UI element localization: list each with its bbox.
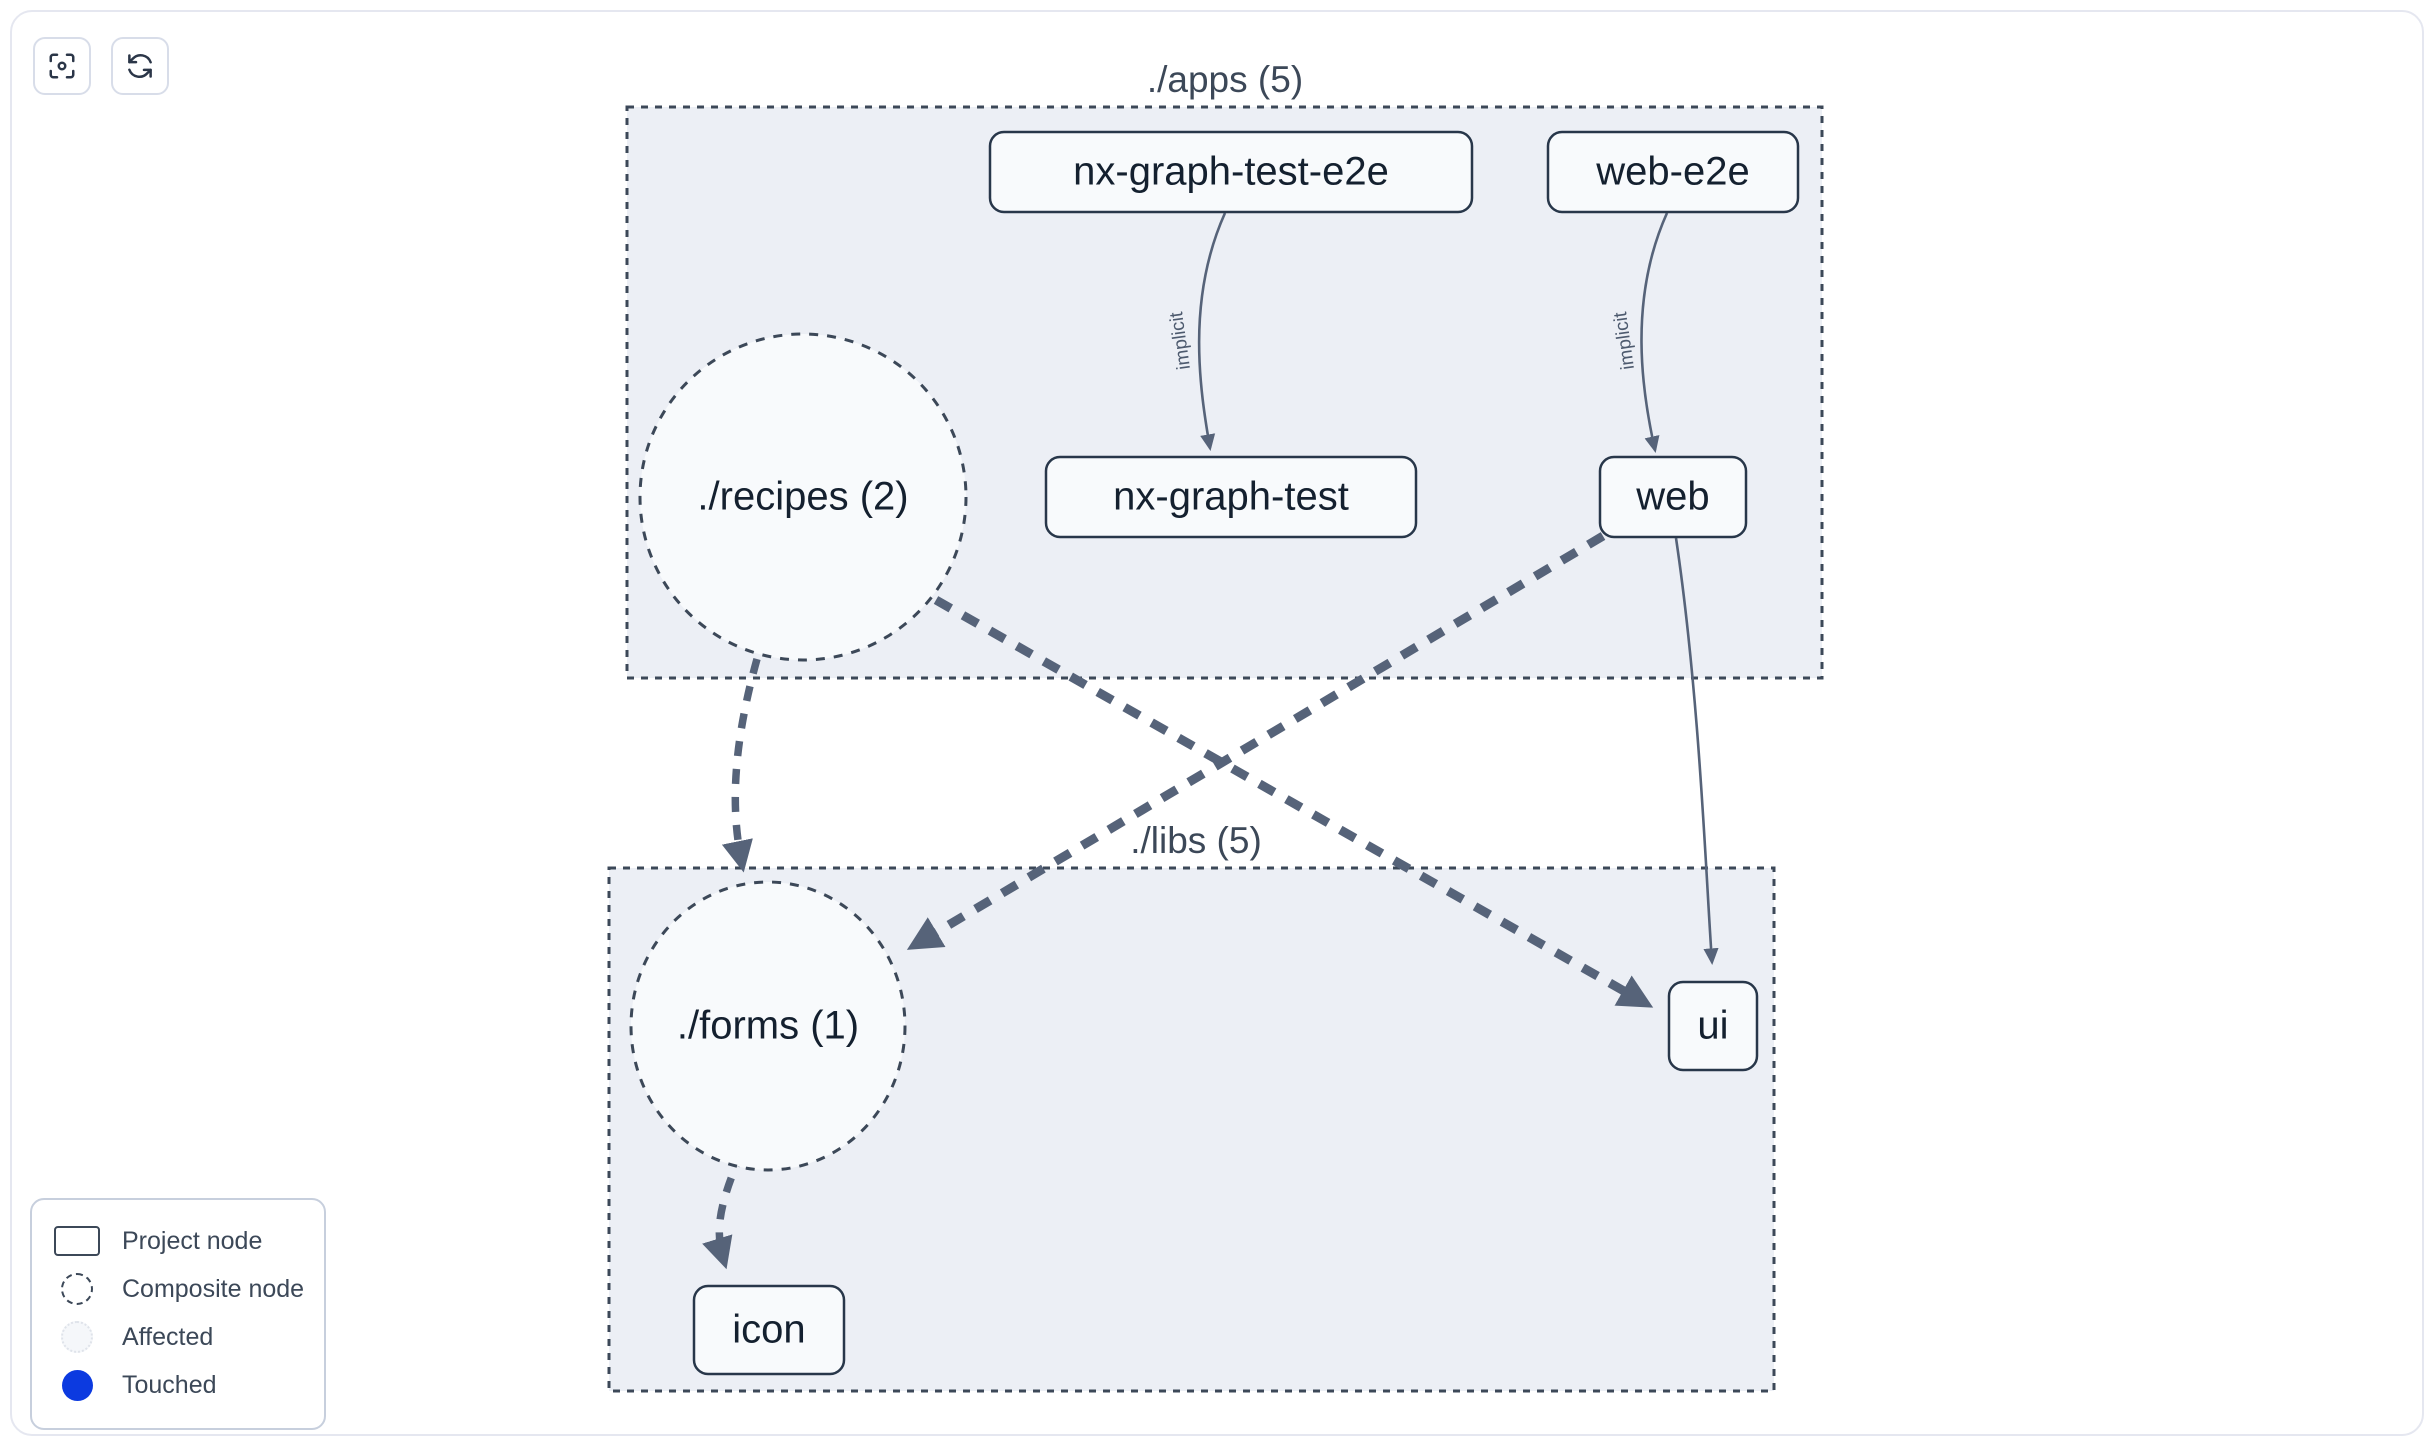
graph-toolbar [33, 37, 169, 95]
legend-label-touched: Touched [122, 1370, 217, 1399]
composite-node-swatch-icon [52, 1273, 102, 1305]
node-web-e2e[interactable]: web-e2e [1546, 130, 1800, 214]
node-recipes[interactable]: ./recipes (2) [638, 332, 968, 662]
refresh-graph-button[interactable] [111, 37, 169, 95]
legend-item-affected: Affected [52, 1313, 304, 1361]
node-label-nx-graph-test: nx-graph-test [1113, 475, 1349, 519]
edge-web-to-ui[interactable] [1674, 537, 1719, 966]
node-label-nx-graph-test-e2e: nx-graph-test-e2e [1073, 150, 1389, 194]
affected-swatch-icon [52, 1321, 102, 1353]
node-web[interactable]: web [1598, 455, 1748, 539]
edge-recipes-to-ui[interactable] [933, 596, 1654, 1008]
touched-swatch-icon [52, 1369, 102, 1401]
node-label-recipes: ./recipes (2) [697, 475, 908, 519]
edge-web-to-forms[interactable] [906, 532, 1606, 950]
legend-item-touched: Touched [52, 1361, 304, 1409]
edge-nx-graph-test-e2e-to-nx-graph-test[interactable]: implicit [1166, 212, 1227, 451]
graph-legend: Project node Composite node Affected Tou… [30, 1198, 326, 1430]
node-icon[interactable]: icon [692, 1284, 846, 1376]
legend-label-affected: Affected [122, 1322, 214, 1351]
legend-label-project-node: Project node [122, 1226, 263, 1255]
node-label-web: web [1635, 475, 1709, 519]
node-ui[interactable]: ui [1667, 980, 1759, 1072]
node-nx-graph-test-e2e[interactable]: nx-graph-test-e2e [988, 130, 1474, 214]
legend-item-project-node: Project node [52, 1217, 304, 1265]
legend-item-composite-node: Composite node [52, 1265, 304, 1313]
node-label-web-e2e: web-e2e [1595, 150, 1749, 194]
node-nx-graph-test[interactable]: nx-graph-test [1044, 455, 1418, 539]
node-label-ui: ui [1697, 1004, 1728, 1048]
node-label-icon: icon [732, 1308, 805, 1352]
group-libs-label: ./libs (5) [1130, 820, 1262, 861]
legend-label-composite-node: Composite node [122, 1274, 305, 1303]
edge-forms-to-icon[interactable] [702, 1150, 746, 1270]
refresh-icon [125, 51, 155, 81]
focus-graph-button[interactable] [33, 37, 91, 95]
edge-recipes-to-forms[interactable] [721, 657, 761, 873]
project-node-swatch-icon [52, 1226, 102, 1256]
node-label-forms: ./forms (1) [677, 1004, 859, 1048]
node-forms[interactable]: ./forms (1) [629, 880, 907, 1172]
focus-target-icon [47, 51, 77, 81]
group-apps-label: ./apps (5) [1147, 59, 1303, 100]
